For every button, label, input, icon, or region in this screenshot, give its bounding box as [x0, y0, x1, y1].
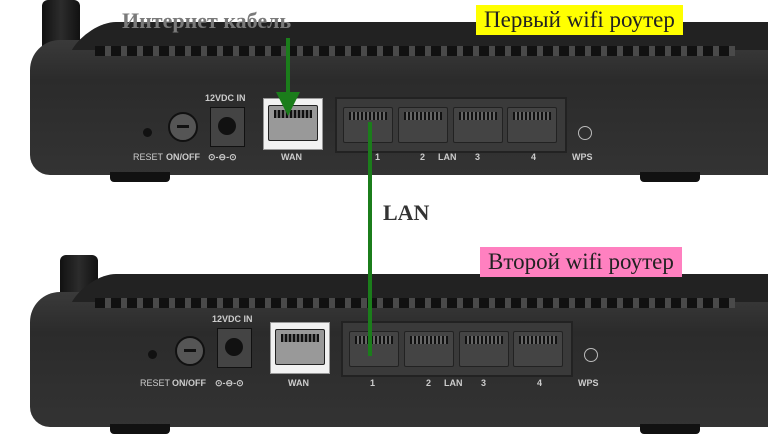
power-jack [217, 328, 252, 368]
wan-label: WAN [281, 152, 302, 162]
vents [95, 298, 735, 308]
power-button[interactable] [168, 112, 198, 142]
lan-panel [341, 321, 573, 377]
lan-port-1[interactable] [349, 331, 399, 367]
lan-link-label: LAN [383, 200, 430, 225]
wps-label: WPS [578, 378, 599, 388]
reset-button[interactable] [148, 350, 157, 359]
wan-port[interactable] [270, 322, 330, 374]
wps-button[interactable] [584, 348, 598, 362]
lan-port-2[interactable] [398, 107, 448, 143]
lan-cable-line [368, 122, 372, 356]
port-label: 3 [481, 378, 487, 388]
wan-socket [275, 329, 325, 365]
second-router-label: Второй wifi роутер [480, 247, 682, 277]
reset-label: RESET [133, 152, 164, 162]
port-label: 2 [426, 378, 432, 388]
vents [95, 46, 735, 56]
onoff-label: ON/OFF [166, 152, 200, 162]
port-label: 3 [475, 152, 481, 162]
wan-label: WAN [288, 378, 309, 388]
second-router: RESET ON/OFF 12VDC IN ⊙-⊖-⊙ WAN 1 2 LAN … [0, 250, 768, 440]
arrow-down-icon [276, 92, 300, 116]
polarity-label: ⊙-⊖-⊙ [215, 378, 244, 388]
wps-label: WPS [572, 152, 593, 162]
port-label: 1 [370, 378, 376, 388]
foot [110, 172, 170, 182]
foot [110, 424, 170, 434]
foot [640, 424, 700, 434]
reset-label: RESET [140, 378, 171, 388]
polarity-label: ⊙-⊖-⊙ [208, 152, 237, 162]
first-router-label: Первый wifi роутер [476, 5, 683, 35]
foot [640, 172, 700, 182]
lan-label: LAN [444, 378, 463, 388]
reset-button[interactable] [143, 128, 152, 137]
power-button[interactable] [175, 336, 205, 366]
lan-panel [335, 97, 567, 153]
internet-cable-line [286, 38, 290, 98]
port-label: 4 [531, 152, 537, 162]
port-label: 2 [420, 152, 426, 162]
port-label: 4 [537, 378, 543, 388]
internet-cable-label: Интернет кабель [122, 8, 292, 33]
lan-port-4[interactable] [507, 107, 557, 143]
lan-port-3[interactable] [459, 331, 509, 367]
onoff-label: ON/OFF [172, 378, 206, 388]
port-label: 1 [375, 152, 381, 162]
lan-port-2[interactable] [404, 331, 454, 367]
power-jack [210, 107, 245, 147]
lan-label: LAN [438, 152, 457, 162]
lan-port-3[interactable] [453, 107, 503, 143]
wps-button[interactable] [578, 126, 592, 140]
power-label: 12VDC IN [205, 93, 246, 103]
lan-port-4[interactable] [513, 331, 563, 367]
first-router: RESET ON/OFF 12VDC IN ⊙-⊖-⊙ WAN 1 2 LAN … [0, 0, 768, 190]
power-label: 12VDC IN [212, 314, 253, 324]
